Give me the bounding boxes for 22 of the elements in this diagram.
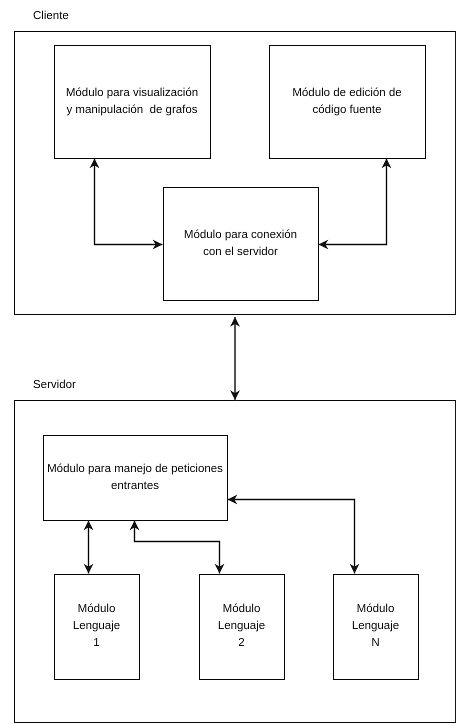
double-arrow <box>228 494 360 574</box>
module-label: Módulo para conexión con el servidor <box>182 228 298 260</box>
module-box <box>54 44 210 158</box>
double-arrow <box>130 520 224 574</box>
module-label: Módulo para manejo de peticiones entrantes <box>46 462 224 494</box>
module-box <box>198 574 284 680</box>
module-label: Módulo Lenguaje 2 <box>216 602 266 651</box>
double-arrow <box>230 317 240 400</box>
group-title: Servidor <box>33 379 76 391</box>
module-label: Módulo para visualización y manipulación de grafos <box>64 86 200 118</box>
module-box <box>162 186 318 300</box>
module-label: Módulo Lenguaje N <box>350 602 400 651</box>
double-arrow <box>318 158 392 250</box>
double-arrow <box>84 520 94 574</box>
module-box <box>42 434 228 520</box>
double-arrow <box>90 158 162 250</box>
group-title: Cliente <box>33 10 69 22</box>
module-box <box>268 44 426 158</box>
module-box <box>332 574 418 680</box>
module-box <box>54 574 140 680</box>
module-label: Módulo Lenguaje 1 <box>72 602 122 651</box>
module-label: Módulo de edición de código fuente <box>291 86 403 118</box>
